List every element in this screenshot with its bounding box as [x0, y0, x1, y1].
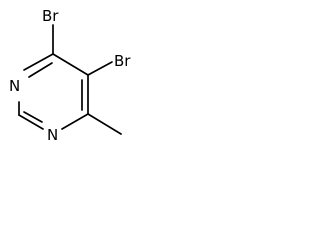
atom-br-right: Br	[114, 52, 131, 70]
atom-n-upper: N	[9, 77, 20, 95]
bond-c4-c5	[52, 53, 89, 76]
bond-n3-c4	[23, 53, 54, 71]
bond-c5-br	[87, 61, 113, 76]
structure-diagram: Br Br N N	[9, 7, 131, 144]
bond-c6-methyl	[87, 113, 122, 135]
atom-br-top: Br	[42, 7, 59, 25]
bond-c6-n1	[61, 113, 89, 130]
bond-lines	[18, 24, 122, 135]
bond-n1-c2	[18, 114, 44, 130]
structure-canvas: Br Br N N	[0, 0, 145, 162]
bond-n3-c4-inner	[28, 62, 53, 78]
bond-n1-c2-inner	[23, 111, 43, 123]
atom-n-lower: N	[47, 126, 58, 144]
